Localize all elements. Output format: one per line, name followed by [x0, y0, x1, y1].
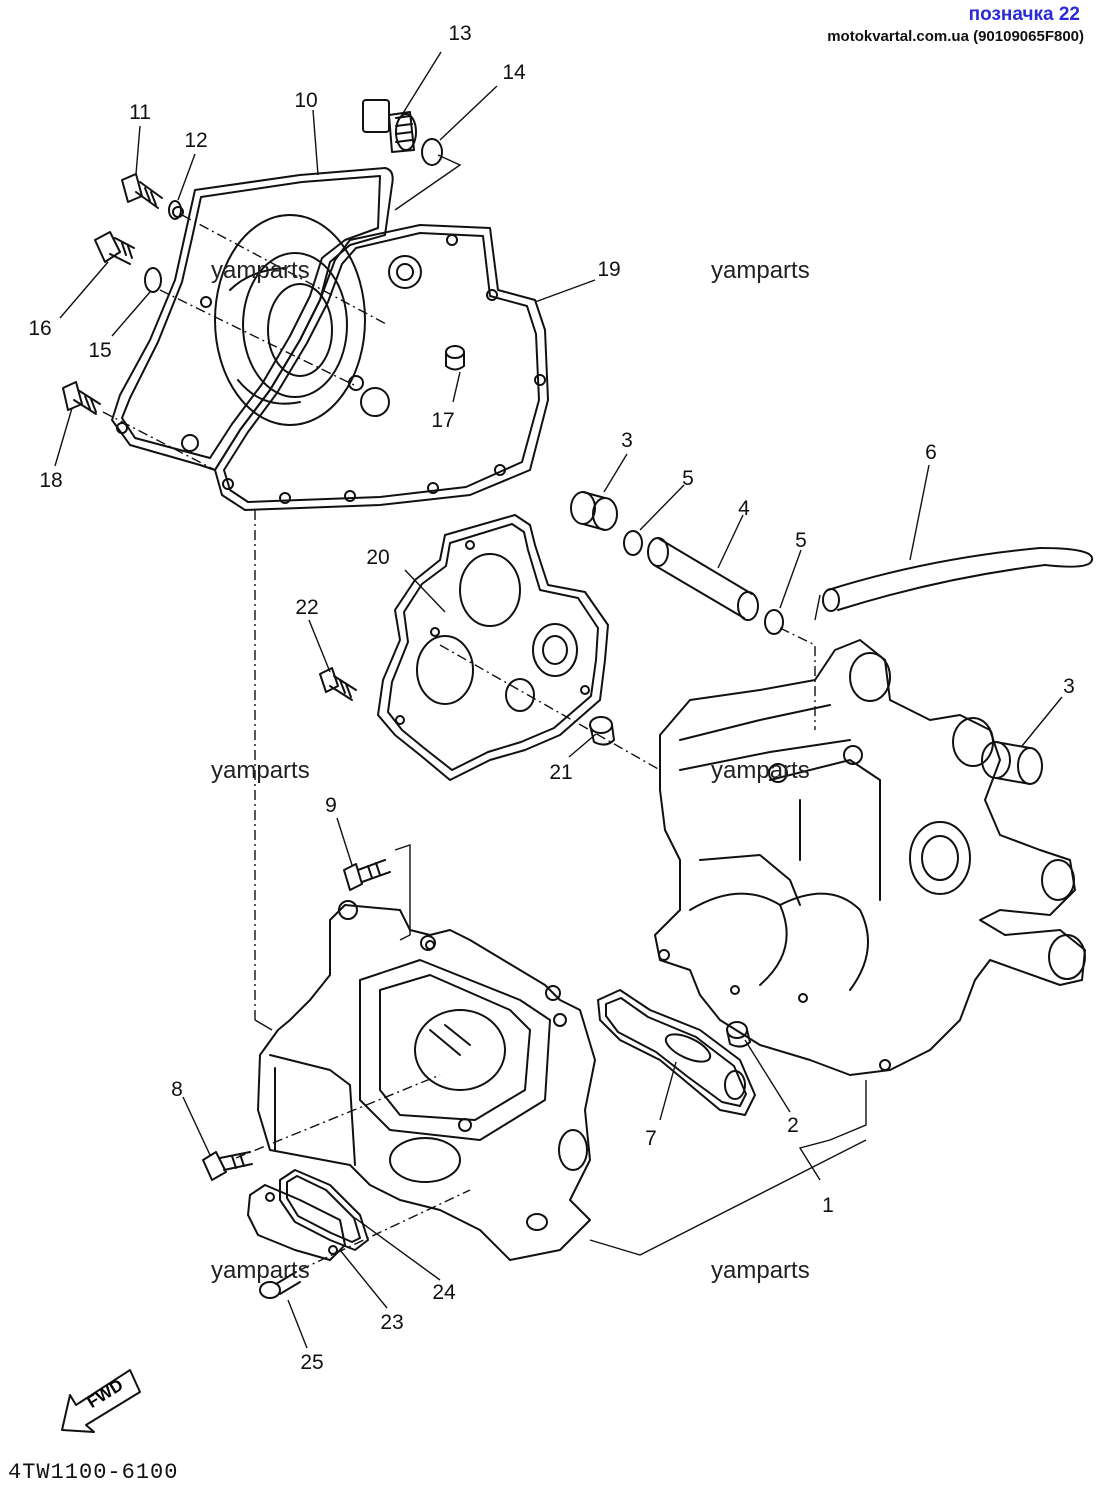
- source-reference: motokvartal.com.ua (90109065F800): [827, 28, 1084, 45]
- callout-2: 2: [787, 1114, 799, 1137]
- watermark: yamparts: [711, 1257, 810, 1284]
- o-ring-part-14: [421, 138, 443, 166]
- callout-12: 12: [184, 129, 208, 152]
- pipe-part-4: [647, 537, 759, 621]
- watermark: yamparts: [211, 1257, 310, 1284]
- callout-15: 15: [88, 339, 112, 362]
- callout-5-left: 5: [682, 467, 694, 490]
- collar-part-3-upper: [570, 491, 618, 531]
- callout-11: 11: [129, 101, 151, 124]
- callout-17: 17: [431, 409, 455, 432]
- dowel-pin-part-17: [445, 345, 465, 371]
- gasket-part-20: [377, 514, 609, 781]
- crankcase-left-part-1: [257, 900, 596, 1261]
- watermark: yamparts: [211, 257, 310, 284]
- callout-16: 16: [28, 317, 52, 340]
- callout-5-right: 5: [795, 529, 807, 552]
- cover-gasket-part-19: [214, 224, 549, 511]
- o-ring-part-5-right: [764, 609, 784, 635]
- callout-9: 9: [325, 794, 337, 817]
- watermark: yamparts: [211, 757, 310, 784]
- callout-19: 19: [597, 258, 621, 281]
- callout-13: 13: [448, 22, 472, 45]
- washer-part-12: [168, 200, 182, 220]
- crankcase-cover-part-10: [111, 167, 394, 471]
- bolt-part-16: [94, 231, 135, 265]
- o-ring-part-5-left: [623, 530, 643, 556]
- callout-10: 10: [294, 89, 318, 112]
- crankcase-right-part-1: [654, 639, 1086, 1076]
- callout-1: 1: [822, 1194, 834, 1217]
- callout-6: 6: [925, 441, 937, 464]
- callout-24: 24: [432, 1281, 456, 1304]
- label-title: позначка 22: [968, 4, 1080, 25]
- watermark: yamparts: [711, 757, 810, 784]
- callout-21: 21: [549, 761, 573, 784]
- callout-3-right: 3: [1063, 675, 1075, 698]
- bolt-part-11: [121, 173, 163, 209]
- diagram-code: 4TW1100-6100: [8, 1460, 179, 1485]
- callout-20: 20: [366, 546, 390, 569]
- gasket-part-7: [597, 989, 756, 1116]
- callout-25: 25: [300, 1351, 324, 1374]
- washer-part-15: [144, 267, 162, 293]
- bolt-part-9: [343, 859, 391, 891]
- callout-14: 14: [502, 61, 526, 84]
- hose-part-6: [822, 547, 1094, 612]
- callout-7: 7: [645, 1127, 657, 1150]
- callout-3-upper: 3: [621, 429, 633, 452]
- collar-part-3-right: [981, 741, 1043, 785]
- bolt-part-22: [319, 667, 357, 701]
- callout-23: 23: [380, 1311, 404, 1334]
- assembly-lines: [54, 51, 1063, 1349]
- bolt-part-8: [202, 1151, 253, 1181]
- dowel-part-2: [726, 1021, 751, 1048]
- watermark: yamparts: [711, 257, 810, 284]
- callout-8: 8: [171, 1078, 183, 1101]
- bolt-part-18: [62, 381, 101, 415]
- dowel-part-21: [589, 716, 615, 746]
- gasket-part-24: [279, 1169, 369, 1251]
- callout-22: 22: [295, 596, 319, 619]
- fwd-arrow-icon: [61, 1369, 141, 1433]
- bolt-part-25: [259, 1271, 301, 1299]
- callout-18: 18: [39, 469, 63, 492]
- sensor-part-13: [362, 99, 417, 153]
- callout-4: 4: [738, 497, 750, 520]
